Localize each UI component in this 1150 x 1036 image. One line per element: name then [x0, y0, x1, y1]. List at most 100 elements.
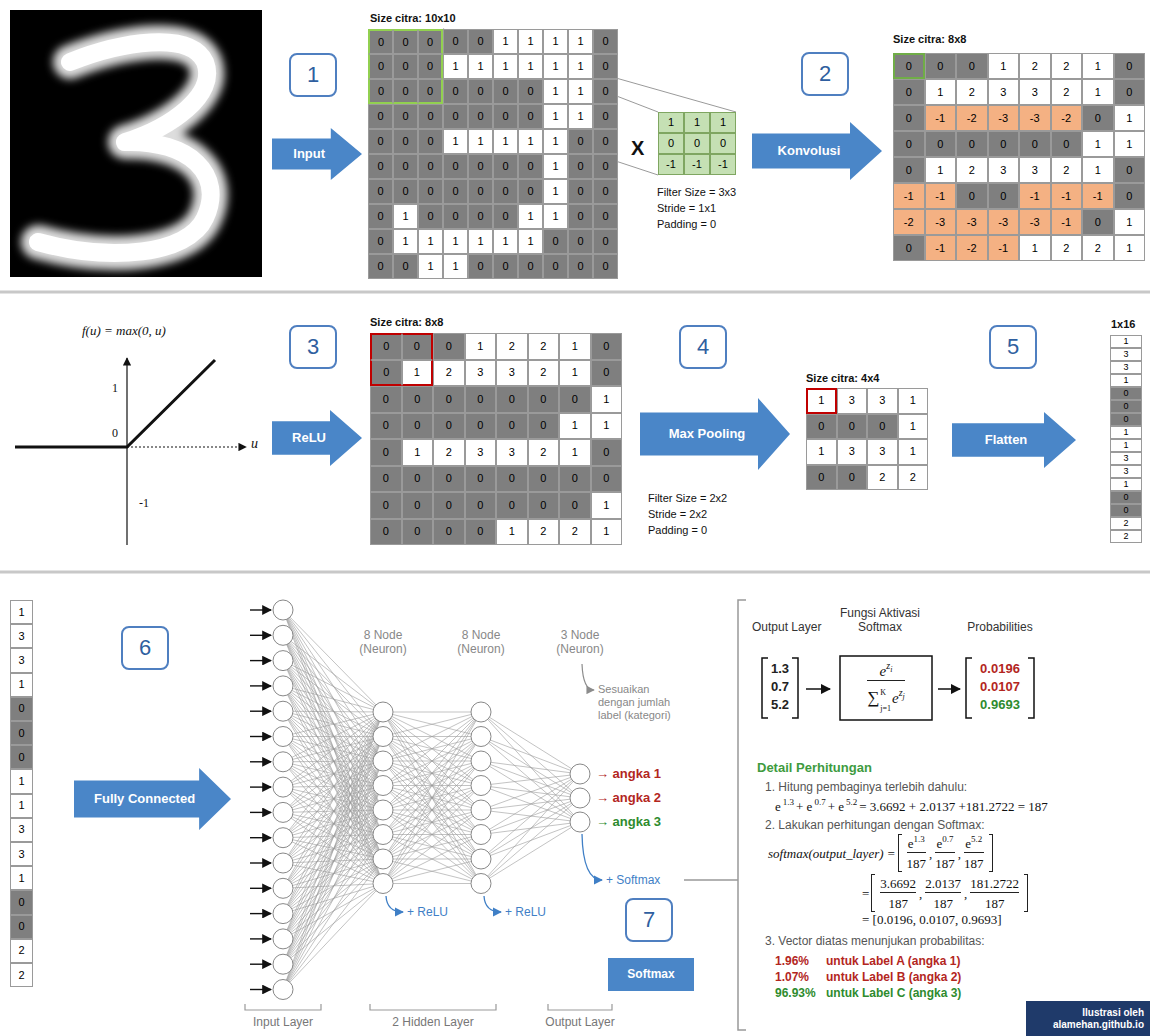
matrix-cell: 1	[568, 104, 593, 129]
arrow-shape	[752, 122, 882, 180]
matrix-cell: 3	[837, 388, 868, 414]
matrix-cell: 1	[10, 769, 33, 793]
network-link	[383, 712, 481, 810]
size-caption: Size citra: 8x8	[893, 33, 966, 46]
formula-term: e	[908, 836, 914, 851]
matrix-cell: 1	[591, 519, 623, 546]
function-formula: f(u) = max(0, u)	[82, 323, 166, 339]
matrix-cell: 3	[867, 388, 898, 414]
formula-term: + e	[828, 799, 844, 814]
matrix-cell: 0	[433, 519, 465, 546]
network-link	[383, 712, 481, 884]
node-text: 4	[697, 334, 709, 360]
bracket-right	[1024, 874, 1028, 912]
formula-slot: 187	[935, 854, 955, 872]
network-link	[383, 810, 481, 884]
matrix-cell: 0	[465, 519, 497, 546]
neuron	[471, 702, 491, 722]
matrix-cell: 1	[1114, 209, 1146, 235]
neuron	[273, 727, 293, 747]
digit-image	[10, 10, 262, 277]
network-link	[283, 859, 383, 990]
formula-slot: z	[899, 689, 903, 707]
parameter-text: Padding = 0	[648, 524, 707, 537]
matrix-cell: 0	[518, 104, 543, 129]
matrix-cell: 0	[528, 492, 560, 519]
matrix-cell: 3	[1019, 79, 1051, 105]
matrix-cell: 1	[684, 112, 710, 133]
network-link	[283, 711, 383, 736]
neuron	[471, 800, 491, 820]
matrix-cell: 0	[468, 29, 493, 54]
matrix-cell: 1	[1082, 53, 1114, 79]
matrix-cell: 1	[568, 54, 593, 79]
size-caption: Size citra: 4x4	[806, 372, 879, 385]
input-arrow	[250, 964, 271, 965]
layer-bracket	[370, 1004, 496, 1010]
matrix-cell: 1	[493, 29, 518, 54]
result-text: untuk Label C (angka 3)	[826, 986, 961, 1000]
formula: softmax(output_layer) =e1.3187,e0.7187,e…	[768, 834, 993, 872]
matrix-cell: -3	[956, 209, 988, 235]
matrix-cell: 2	[956, 79, 988, 105]
formula-term: ,	[919, 886, 922, 901]
formula-slot: + e	[796, 797, 812, 815]
matrix-cell: 0	[593, 179, 618, 204]
matrix-bracket	[792, 658, 798, 718]
neuron	[570, 788, 590, 808]
matrix-cell: 0	[370, 439, 402, 466]
input-arrow	[250, 660, 271, 661]
matrix-cell: 0	[370, 333, 402, 360]
matrix-cell: 1	[393, 204, 418, 229]
formula-term: 0.7	[942, 834, 953, 844]
matrix-cell: 0	[988, 131, 1020, 157]
matrix-cell: 0	[543, 254, 568, 279]
formula-term: 187	[888, 896, 908, 911]
formula-row: j=1	[880, 698, 891, 714]
matrix-cell: 1	[1110, 374, 1142, 387]
network-link	[283, 712, 383, 737]
matrix-cell: 0	[1110, 504, 1142, 517]
matrix-cell: 1	[898, 439, 929, 465]
vector-bracket: e1.3187,e0.7187,e5.2187	[898, 834, 993, 872]
matrix-cell: 1	[559, 413, 591, 440]
matrix-cell: 0	[568, 129, 593, 154]
node-text: 5	[1007, 334, 1019, 360]
matrix-cell: 3	[465, 439, 497, 466]
matrix-cell: 0	[559, 386, 591, 413]
matrix-cell: 0	[418, 154, 443, 179]
matrix-cell: -1	[658, 154, 684, 175]
matrix-cell: 3	[1110, 465, 1142, 478]
annotation: Sesuaikan dengan jumlah label (kategori)	[598, 683, 684, 723]
network-link	[481, 737, 580, 775]
network	[250, 600, 590, 1000]
matrix-cell: 0	[988, 183, 1020, 209]
network-link	[283, 712, 383, 964]
network-link	[383, 786, 481, 884]
matrix-cell: 0	[1110, 387, 1142, 400]
formula-slot: 181.2722	[970, 874, 1019, 892]
network-link	[481, 774, 580, 859]
matrix-cell: 1	[1082, 79, 1114, 105]
matrix-cell: 1	[443, 129, 468, 154]
matrix-cell: 1	[393, 229, 418, 254]
formula-term: = 3.6692 + 2.0137 +181.2722 = 187	[859, 799, 1048, 814]
matrix-cell: 0	[368, 29, 393, 54]
matrix-cell: 0	[528, 466, 560, 493]
matrix-cell: 0	[443, 79, 468, 104]
input-arrow	[250, 812, 271, 813]
matrix-cell: 0	[468, 204, 493, 229]
matrix-cell: 0	[402, 466, 434, 493]
section-divider	[0, 291, 1150, 294]
node-text: 2	[819, 61, 831, 87]
network-link	[481, 712, 580, 774]
matrix-cell: -2	[1051, 105, 1083, 131]
matrix-cell: -2	[893, 209, 925, 235]
matrix-cell: 0	[956, 53, 988, 79]
class-label: → angka 2	[596, 790, 661, 806]
section-divider	[0, 292, 1150, 572]
matrix-cell: 2	[1051, 79, 1083, 105]
step-arrow: Fully Connected	[74, 768, 231, 830]
formula-term: 187	[964, 856, 984, 871]
matrix-cell: 0	[893, 157, 925, 183]
